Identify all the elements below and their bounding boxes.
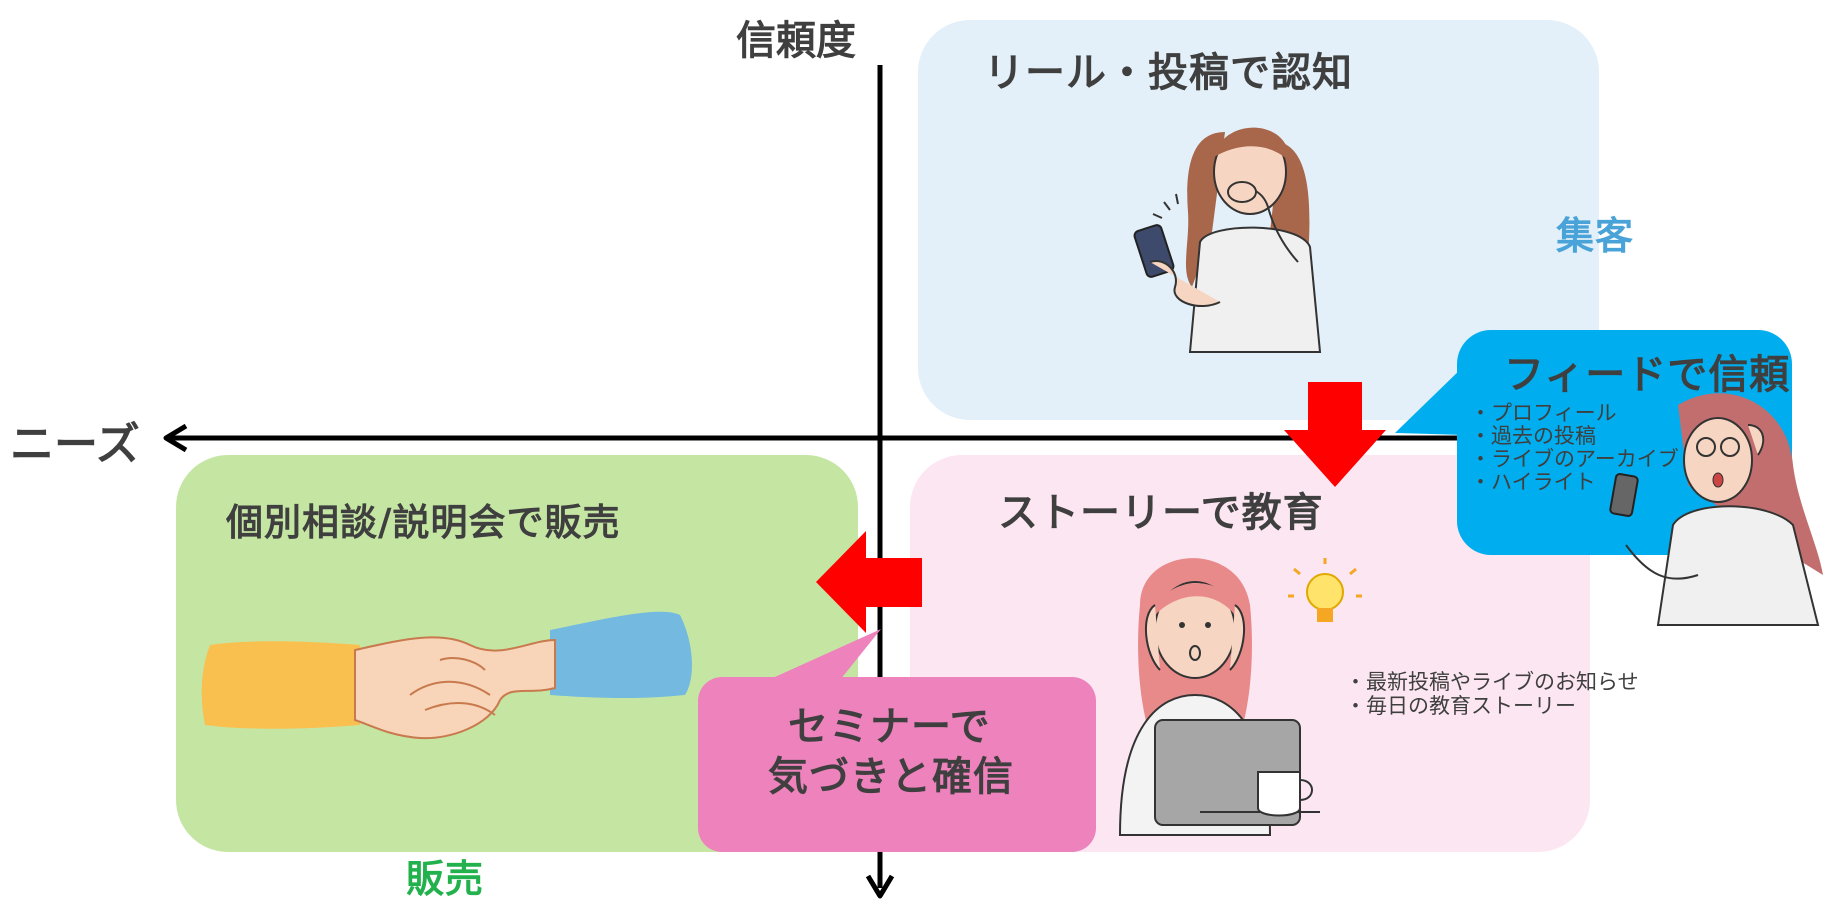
horizontal-axis-label: ニーズ	[10, 419, 140, 470]
seminar-callout-shape	[698, 629, 1096, 852]
story-bullet: ・毎日の教育ストーリー	[1345, 694, 1576, 718]
quadrant-top-right-title: リール・投稿で認知	[984, 50, 1353, 96]
story-bullets: ・最新投稿やライブのお知らせ ・毎日の教育ストーリー	[1345, 670, 1639, 718]
vertical-axis-arrowhead	[865, 874, 895, 899]
feed-callout-title: フィードで信頼	[1504, 352, 1791, 398]
left-arrow	[816, 531, 922, 633]
feed-bullet: ・ハイライト	[1470, 470, 1596, 494]
horizontal-axis-arrowhead	[163, 423, 188, 453]
handshake-icon	[201, 611, 692, 740]
quadrant-bottom-left-title: 個別相談/説明会で販売	[226, 501, 621, 544]
feed-bullet: ・ライブのアーカイブ	[1470, 447, 1679, 471]
vertical-axis-label: 信頼度	[736, 18, 856, 64]
seminar-callout-line1: セミナーで	[788, 704, 991, 750]
quadrant-bottom-right-title: ストーリーで教育	[998, 490, 1324, 536]
feed-bullet: ・プロフィール	[1470, 401, 1617, 425]
feed-bullets: ・プロフィール ・過去の投稿 ・ライブのアーカイブ ・ハイライト	[1470, 402, 1679, 494]
surprised-woman-phone-icon	[1133, 127, 1322, 353]
seminar-callout-line2: 気づきと確信	[768, 754, 1014, 800]
down-arrow	[1284, 382, 1386, 487]
feed-bullet: ・過去の投稿	[1470, 424, 1596, 448]
story-bullet: ・最新投稿やライブのお知らせ	[1345, 670, 1639, 694]
lightbulb-icon	[1288, 558, 1362, 622]
shukyaku-label: 集客	[1556, 214, 1635, 258]
coffee-cup-icon	[1200, 771, 1320, 817]
woman-glasses-phone-icon	[1609, 393, 1823, 626]
hanbai-label: 販売	[406, 857, 485, 901]
